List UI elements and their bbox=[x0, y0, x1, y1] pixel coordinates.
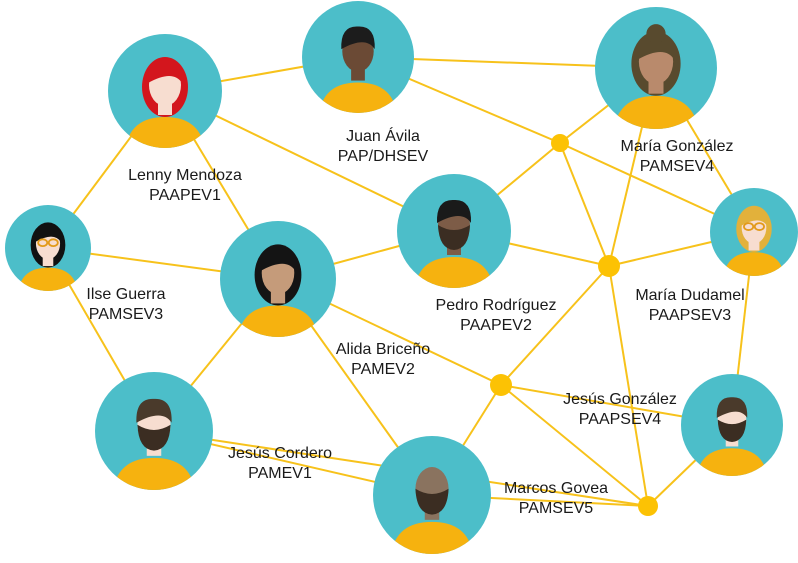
person-code: PAAPEV2 bbox=[460, 317, 532, 334]
hair bbox=[136, 398, 172, 423]
neck bbox=[42, 254, 54, 267]
glasses-right bbox=[47, 238, 59, 248]
shirt bbox=[414, 257, 494, 288]
label-ilse: Ilse Guerra PAMSEV3 bbox=[86, 285, 165, 325]
person-code: PAMSEV4 bbox=[639, 158, 715, 175]
junction-dot bbox=[551, 134, 569, 152]
avatar-ilse bbox=[5, 205, 91, 291]
connection-line bbox=[608, 265, 649, 507]
beard bbox=[137, 424, 171, 451]
person-avatars bbox=[5, 1, 798, 554]
shirt bbox=[17, 267, 79, 291]
neck bbox=[748, 238, 760, 251]
avatar-marcos bbox=[373, 436, 491, 554]
person-name: Juan Ávila bbox=[346, 128, 420, 145]
label-jesus-cordero: Jesús Cordero PAMEV1 bbox=[228, 444, 332, 484]
person-code: PAMEV2 bbox=[351, 361, 415, 378]
shirt bbox=[613, 95, 699, 129]
beard bbox=[438, 225, 470, 250]
person-name: Marcos Govea bbox=[503, 480, 609, 497]
connection-line bbox=[500, 384, 649, 507]
label-marcos: Marcos Govea PAMSEV5 bbox=[504, 479, 608, 519]
person-code: PAP/DHSEV bbox=[337, 148, 429, 165]
avatar-pedro bbox=[397, 174, 511, 288]
avatar-maria-gonzalez bbox=[595, 7, 717, 129]
hair bbox=[637, 34, 675, 60]
hair bbox=[716, 397, 748, 418]
person-code: PAMEV1 bbox=[248, 465, 312, 482]
junction-dot bbox=[598, 255, 620, 277]
person-name: María Dudamel bbox=[635, 287, 745, 304]
shirt bbox=[125, 117, 205, 148]
person-name: Lenny Mendoza bbox=[128, 167, 242, 184]
shirt bbox=[318, 82, 398, 113]
hair bbox=[341, 26, 375, 50]
person-code: PAMSEV3 bbox=[88, 306, 164, 323]
person-name: Jesús Cordero bbox=[227, 445, 333, 462]
beard bbox=[717, 419, 747, 442]
glasses-left bbox=[743, 222, 755, 231]
avatar-jesus-gonzalez bbox=[681, 374, 783, 476]
label-alida: Alida Briceño PAMEV2 bbox=[336, 340, 430, 380]
avatar-maria-dudamel bbox=[710, 188, 798, 276]
label-jesus-gonzalez: Jesús González PAAPSEV4 bbox=[563, 390, 677, 430]
hair bbox=[740, 208, 768, 226]
avatar-juan bbox=[302, 1, 414, 113]
shirt bbox=[390, 521, 474, 554]
person-code: PAAPEV1 bbox=[149, 187, 221, 204]
label-maria-gonzalez: María González PAMSEV4 bbox=[621, 137, 734, 177]
avatar-lenny bbox=[108, 34, 222, 148]
label-maria-dudamel: María Dudamel PAAPSEV3 bbox=[635, 286, 744, 326]
glasses-left bbox=[37, 238, 49, 248]
avatar-alida bbox=[220, 221, 336, 337]
person-code: PAMSEV5 bbox=[518, 500, 594, 517]
connection-line bbox=[500, 265, 610, 386]
shirt bbox=[112, 457, 196, 490]
beard bbox=[415, 488, 449, 515]
glasses-right bbox=[753, 222, 765, 231]
person-code: PAAPSEV3 bbox=[648, 307, 732, 324]
person-name: Alida Briceño bbox=[335, 341, 431, 358]
junction-dot bbox=[490, 374, 512, 396]
shirt bbox=[723, 252, 785, 276]
hair bbox=[436, 199, 472, 223]
label-lenny: Lenny Mendoza PAAPEV1 bbox=[128, 166, 242, 206]
avatar-jesus-cordero bbox=[95, 372, 213, 490]
hair bbox=[35, 224, 61, 242]
shirt bbox=[696, 448, 768, 476]
person-name: María González bbox=[620, 138, 734, 155]
person-name: Ilse Guerra bbox=[86, 286, 166, 303]
person-name: Pedro Rodríguez bbox=[435, 297, 557, 314]
junction-dot bbox=[638, 496, 658, 516]
shirt bbox=[237, 305, 319, 337]
hair-bun bbox=[646, 24, 666, 44]
label-pedro: Pedro Rodríguez PAAPEV2 bbox=[436, 296, 557, 336]
label-juan: Juan Ávila PAP/DHSEV bbox=[338, 127, 428, 167]
person-code: PAAPSEV4 bbox=[578, 411, 662, 428]
hair bbox=[147, 59, 183, 83]
connection-line bbox=[559, 142, 610, 267]
person-name: Jesús González bbox=[563, 391, 677, 408]
junction-points bbox=[490, 134, 658, 516]
hair bbox=[260, 247, 296, 271]
